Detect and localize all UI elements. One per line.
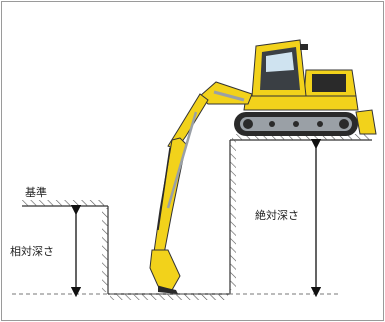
reference-level-label: 基準 [25,186,47,199]
relative-depth-label: 相対深さ [10,245,54,258]
excavator-illustration [149,39,377,294]
ground-profile [22,134,372,300]
absolute-depth-label: 絶対深さ [255,209,299,222]
